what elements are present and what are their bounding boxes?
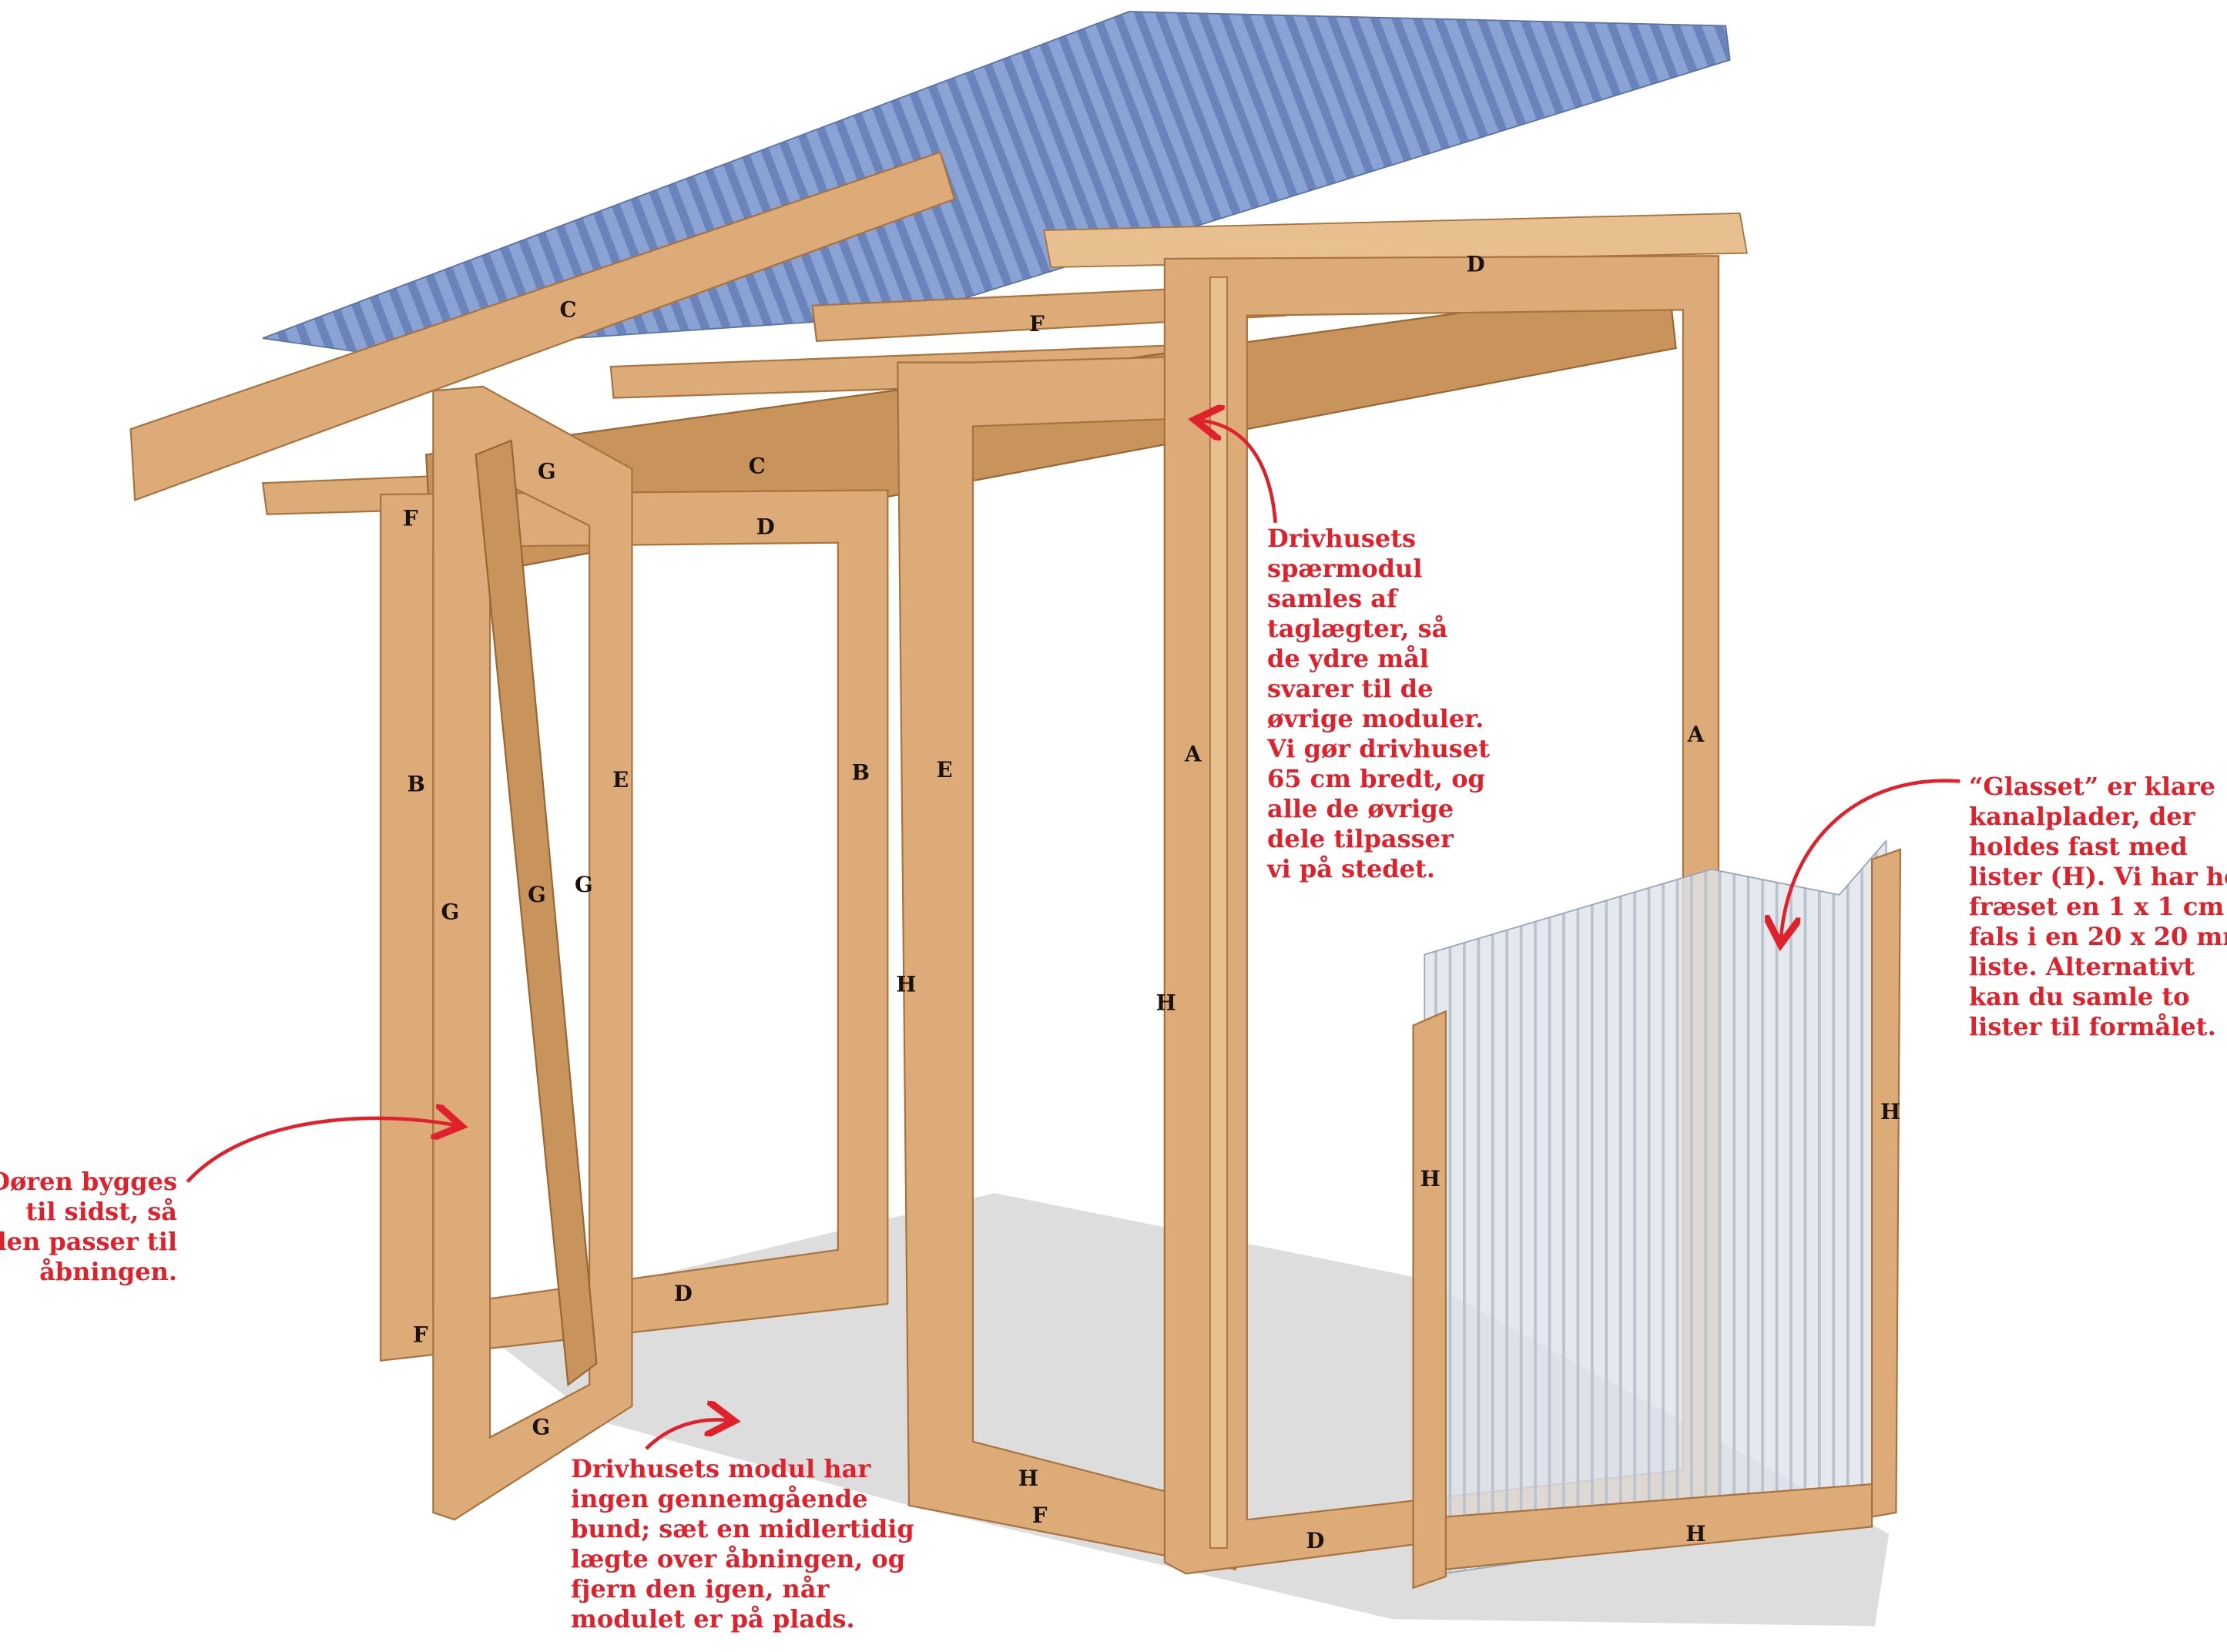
part-label: H: [1880, 1099, 1900, 1124]
callout-line: Drivhusets: [1267, 524, 1417, 553]
glass-stile-left-h: [1412, 1010, 1447, 1590]
callout-line: de ydre mål: [1267, 644, 1429, 673]
callout-line: fræset en 1 x 1 cm: [1969, 892, 2225, 921]
callout-line: holdes fast med: [1969, 832, 2188, 861]
part-label: H: [896, 971, 916, 997]
part-label: A: [1184, 742, 1202, 767]
part-label: D: [674, 1281, 693, 1306]
callout-line: lister til formålet.: [1969, 1012, 2216, 1041]
callout-line: taglægter, så: [1267, 614, 1448, 643]
callout-line: Døren bygges: [0, 1167, 177, 1196]
part-label: G: [575, 872, 593, 897]
part-label: H: [1685, 1521, 1705, 1546]
callout-line: alle de øvrige: [1267, 794, 1454, 823]
part-label: F: [1032, 1503, 1048, 1528]
part-label: C: [749, 453, 766, 478]
callout-line: fals i en 20 x 20 mm: [1969, 922, 2227, 951]
part-label: D: [756, 514, 775, 540]
callout-line: dele tilpasser: [1267, 824, 1454, 853]
callout-line: lister (H). Vi har her: [1969, 862, 2227, 891]
callout-line: øvrige moduler.: [1267, 704, 1484, 733]
glass-bottom-rail-h: [1444, 1483, 1873, 1570]
callout-line: modulet er på plads.: [571, 1604, 855, 1634]
part-label: D: [1467, 252, 1485, 277]
callout-line: Vi gør drivhuset: [1267, 734, 1490, 763]
callout-line: den passer til: [0, 1227, 177, 1256]
callout-line: åbningen.: [39, 1257, 177, 1286]
top-plate-d: [1043, 212, 1748, 268]
callout-line: Drivhusets modul har: [571, 1454, 871, 1483]
part-label: F: [1029, 311, 1045, 337]
part-label: F: [413, 1322, 428, 1348]
part-label: D: [1306, 1528, 1324, 1553]
door-frame-g: [432, 385, 633, 1521]
right-frame-h-strip: [1209, 276, 1228, 1549]
glass-panel: [1424, 839, 1890, 1577]
callout-line: lægte over åbningen, og: [571, 1544, 906, 1573]
part-label: H: [1420, 1166, 1441, 1191]
callout-line: 65 cm bredt, og: [1267, 764, 1485, 793]
part-label: B: [408, 771, 425, 796]
arrow-rafter-module: [1202, 421, 1277, 524]
part-label: G: [538, 459, 556, 484]
callout-line: “Glasset” er klare: [1969, 772, 2215, 801]
callout-line: kan du samle to: [1969, 982, 2190, 1011]
part-label: H: [1018, 1466, 1038, 1491]
callout-line: til sidst, så: [25, 1197, 177, 1226]
part-label: G: [441, 899, 460, 924]
part-label: H: [1156, 990, 1176, 1015]
part-label: A: [1687, 722, 1705, 747]
roof-beam-c: [129, 151, 956, 501]
arrow-glass: [1781, 779, 1960, 938]
callout-line: vi på stedet.: [1267, 854, 1435, 883]
part-label: F: [403, 506, 418, 531]
callout-line: spærmodul: [1267, 554, 1423, 583]
part-label: E: [612, 767, 629, 792]
arrow-door: [186, 1118, 454, 1183]
arrow-module-bottom: [645, 1419, 727, 1450]
part-label: G: [532, 1415, 551, 1440]
callout-line: samles af: [1267, 584, 1397, 613]
part-label: B: [852, 760, 870, 786]
callout-line: ingen gennemgående: [571, 1484, 868, 1513]
door-diagonal-g: [475, 439, 598, 1387]
callout-line: bund; sæt en midlertidig: [571, 1514, 914, 1543]
callout-line: svarer til de: [1267, 674, 1434, 703]
glass-stile-right-h: [1870, 848, 1902, 1518]
callout-line: liste. Alternativt: [1969, 952, 2195, 981]
part-label: C: [560, 297, 577, 323]
part-label: E: [937, 757, 953, 782]
callout-line: fjern den igen, når: [571, 1574, 830, 1603]
callout-line: kanalplader, der: [1969, 802, 2195, 831]
part-label: G: [528, 882, 546, 907]
